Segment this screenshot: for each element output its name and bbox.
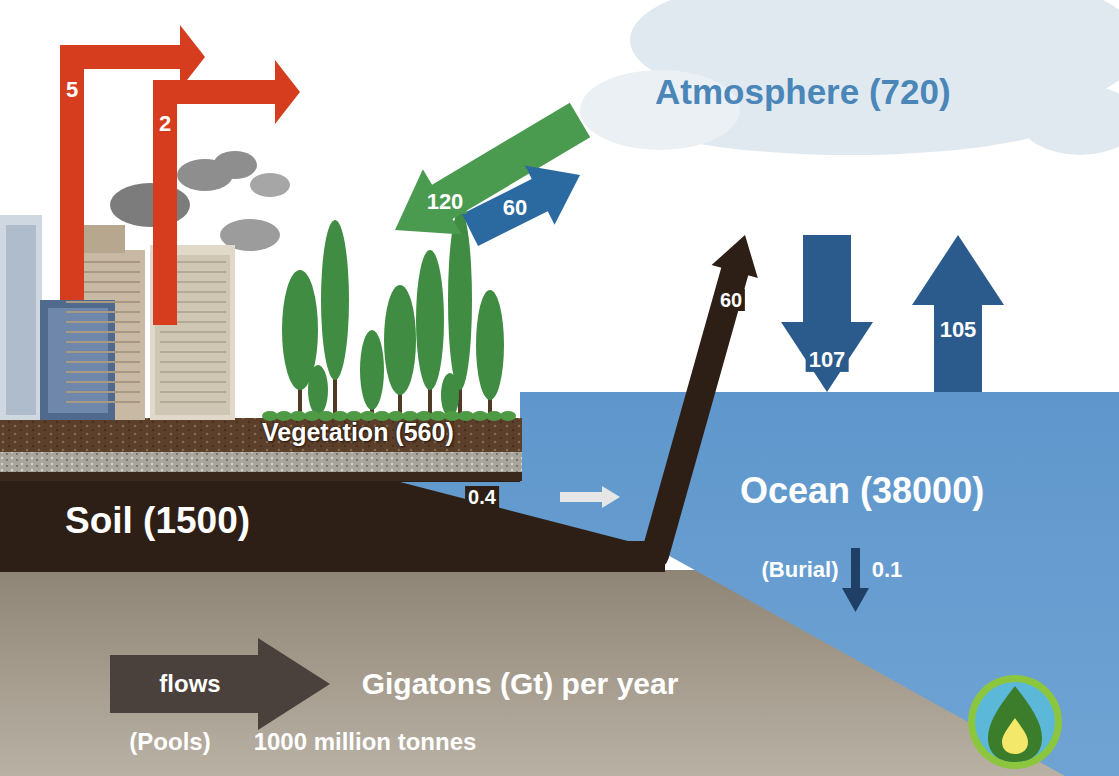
- building-windows: [66, 321, 140, 323]
- flow-value: 105: [937, 318, 980, 342]
- trees: [458, 411, 474, 421]
- legend-flow-arrow: [110, 638, 330, 730]
- flow-value: 60: [717, 289, 745, 311]
- building-windows: [160, 341, 226, 343]
- building-windows: [66, 391, 140, 393]
- trees: [360, 330, 384, 410]
- building-windows: [66, 311, 140, 313]
- building-windows: [66, 262, 226, 402]
- pool-label: Soil (1500): [65, 500, 250, 542]
- cloud: [1020, 85, 1119, 155]
- arrow-shaft: [470, 195, 541, 230]
- trees: [472, 411, 488, 421]
- pool-label: Atmosphere (720): [655, 72, 951, 112]
- flow-value: 60: [500, 196, 530, 220]
- flow-arrow: [470, 166, 580, 230]
- legend-flow-unit: Gigatons (Gt) per year: [362, 667, 679, 701]
- pool-label: Vegetation (560): [262, 418, 454, 447]
- city-buildings: [48, 308, 108, 413]
- ground-surface: [0, 452, 522, 472]
- arrow-shaft: [560, 492, 603, 502]
- emission-value: 5: [66, 77, 78, 103]
- arrow-shaft: [560, 271, 735, 555]
- trees: [416, 250, 444, 390]
- trees: [486, 411, 502, 421]
- cloud: [580, 0, 1119, 155]
- building-windows: [160, 351, 226, 353]
- logo: [968, 675, 1062, 769]
- flow-arrow: [560, 486, 620, 508]
- burial-value: 0.1: [872, 557, 903, 583]
- building-windows: [66, 351, 140, 353]
- ground-surface: [0, 418, 522, 481]
- trees: [384, 285, 416, 395]
- building-windows: [66, 381, 140, 383]
- building-windows: [66, 401, 140, 403]
- flow-value: 120: [424, 190, 467, 214]
- building-windows: [160, 391, 226, 393]
- building-windows: [160, 331, 226, 333]
- trees: [476, 290, 504, 400]
- arrow-head: [781, 322, 873, 392]
- arrow-shaft: [803, 235, 851, 323]
- smoke: [110, 151, 290, 251]
- building-windows: [160, 361, 226, 363]
- trees: [448, 210, 472, 390]
- trees: [308, 365, 328, 415]
- flow-arrow: [781, 235, 873, 392]
- building-windows: [66, 341, 140, 343]
- logo: [1002, 718, 1028, 754]
- ground-surface: [0, 418, 522, 452]
- building-windows: [160, 381, 226, 383]
- building-windows: [66, 331, 140, 333]
- city-buildings: [0, 215, 235, 420]
- atmosphere-pool: Atmosphere (720): [580, 0, 1119, 235]
- flow-arrow: [560, 235, 758, 555]
- burial-arrow: [842, 548, 869, 612]
- building-windows: [160, 371, 226, 373]
- emission-arrows: [60, 25, 300, 325]
- emission-value: 2: [159, 111, 171, 137]
- legend-flow-arrow: [110, 638, 330, 730]
- logo: [968, 675, 1062, 769]
- flow-value: 107: [806, 348, 849, 372]
- ocean-pool: Ocean (38000): [620, 392, 1119, 776]
- flow-arrow: [912, 235, 1004, 392]
- arrow-head: [602, 486, 620, 508]
- city-buildings: [6, 225, 36, 415]
- smoke: [250, 173, 290, 197]
- logo: [975, 682, 1055, 762]
- building-windows: [160, 401, 226, 403]
- legend-pool-unit: 1000 million tonnes: [254, 728, 477, 756]
- logo: [988, 686, 1042, 762]
- city-buildings: [80, 225, 125, 253]
- trees: [321, 220, 349, 380]
- smoke: [213, 151, 257, 179]
- trees: [500, 411, 516, 421]
- legend-flows: flows: [159, 670, 220, 698]
- city-buildings: [0, 215, 42, 420]
- trees: [441, 373, 459, 417]
- vegetation-pool: Vegetation (560): [0, 230, 530, 480]
- flow-arrow: [395, 120, 580, 235]
- building-windows: [66, 361, 140, 363]
- emission-arrows: [153, 60, 300, 325]
- building-windows: [66, 301, 140, 303]
- burial-arrow: [851, 548, 860, 590]
- emission-arrows: [60, 25, 205, 300]
- ground-surface: [0, 472, 522, 481]
- smoke: [110, 183, 190, 227]
- arrow-shaft: [934, 304, 982, 392]
- arrow-head: [912, 235, 1004, 305]
- legend-pools: (Pools): [129, 728, 210, 756]
- burial-arrow: [842, 588, 869, 612]
- burial-label: (Burial): [762, 557, 839, 583]
- flow-value: 0.4: [465, 486, 499, 508]
- building-windows: [66, 371, 140, 373]
- pool-label: Ocean (38000): [740, 470, 984, 512]
